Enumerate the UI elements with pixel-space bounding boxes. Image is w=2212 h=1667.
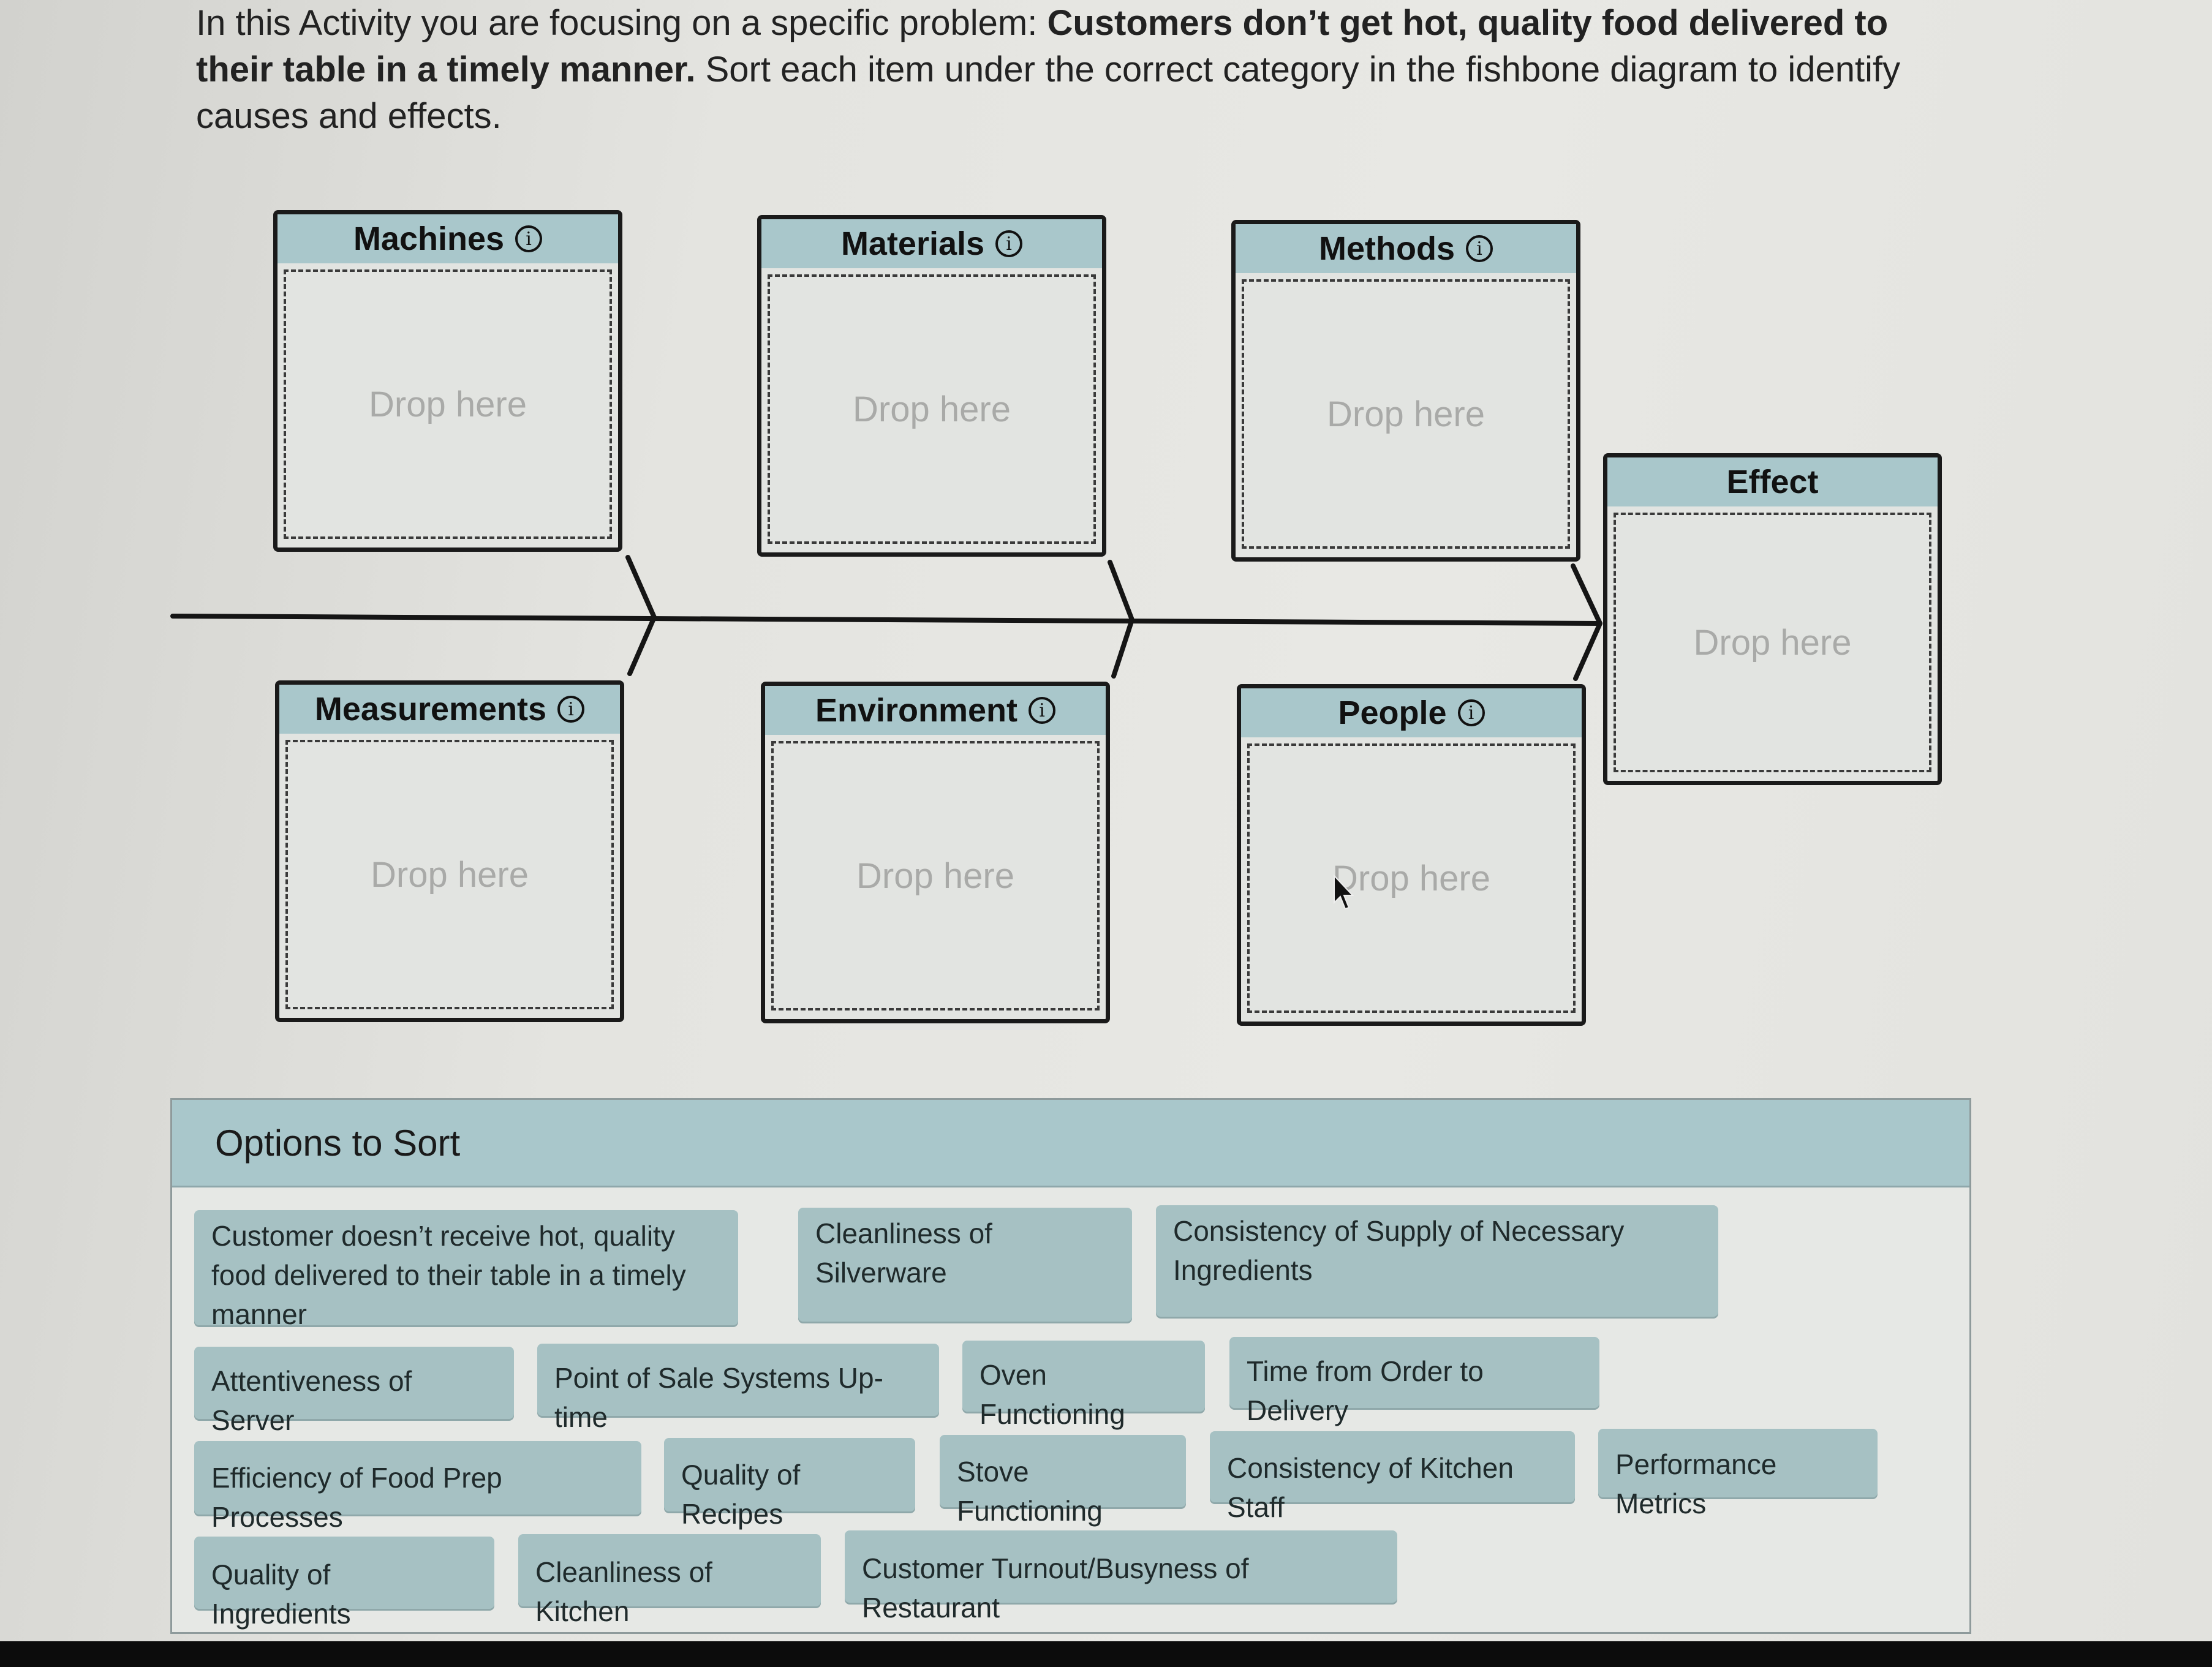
info-icon[interactable]: i [1457, 699, 1485, 726]
drop-zone-effect[interactable]: Drop here [1614, 513, 1931, 772]
drop-placeholder: Drop here [369, 384, 527, 424]
category-title: Measurements [314, 691, 547, 728]
info-icon[interactable]: i [515, 225, 543, 252]
drop-placeholder: Drop here [853, 389, 1011, 429]
category-header: Materials i [761, 219, 1102, 268]
info-icon[interactable]: i [1029, 697, 1056, 724]
category-header: Environment i [765, 686, 1106, 735]
bone-machines-measurements [625, 555, 657, 676]
category-title: Environment [815, 692, 1018, 729]
category-header: Effect [1607, 457, 1938, 506]
instructions-suffix: Sort each item under the correct categor… [196, 50, 1901, 136]
category-title: Materials [840, 225, 985, 262]
category-header: Machines i [277, 214, 618, 263]
category-methods: Methods i Drop here [1231, 220, 1580, 562]
option-chip[interactable]: Quality of Ingredients [194, 1537, 494, 1630]
option-chip[interactable]: Consistency of Kitchen Staff [1210, 1431, 1575, 1523]
category-environment: Environment i Drop here [761, 682, 1110, 1023]
drop-zone-measurements[interactable]: Drop here [285, 740, 614, 1009]
drop-placeholder: Drop here [1693, 622, 1852, 663]
option-chip[interactable]: Cleanliness of Silverware [798, 1208, 1132, 1322]
screen-bezel [0, 1641, 2212, 1667]
option-chip[interactable]: Customer Turnout/Busyness of Restaurant [845, 1530, 1397, 1624]
drop-zone-people[interactable]: Drop here [1247, 743, 1576, 1013]
problem-statement: Customers don’t get hot, quality food de… [196, 3, 1889, 89]
instructions-prefix: In this Activity you are focusing on a s… [196, 3, 1047, 43]
option-chip[interactable]: Point of Sale Systems Up-time [537, 1344, 939, 1433]
drop-placeholder: Drop here [1327, 394, 1485, 434]
option-chip[interactable]: Attentiveness of Server [194, 1347, 514, 1436]
drop-placeholder: Drop here [371, 854, 529, 895]
bone-methods-people [1571, 563, 1602, 681]
options-title: Options to Sort [172, 1100, 1969, 1187]
option-chip[interactable]: Efficiency of Food Prep Processes [194, 1441, 641, 1533]
category-materials: Materials i Drop here [757, 215, 1106, 557]
category-title: Methods [1319, 230, 1455, 267]
drop-placeholder: Drop here [1332, 858, 1490, 898]
category-effect: Effect Drop here [1603, 453, 1942, 785]
info-icon[interactable]: i [557, 696, 585, 723]
option-chip[interactable]: Customer doesn’t receive hot, quality fo… [194, 1210, 738, 1330]
option-chip[interactable]: Performance Metrics [1598, 1429, 1878, 1519]
fishbone-spine [170, 614, 1602, 626]
mouse-pointer-icon [1334, 875, 1354, 910]
drop-zone-environment[interactable]: Drop here [771, 741, 1100, 1010]
bone-materials-environment [1108, 560, 1134, 679]
option-chip[interactable]: Consistency of Supply of Necessary Ingre… [1156, 1205, 1718, 1317]
option-chip[interactable]: Stove Functioning [940, 1435, 1186, 1527]
category-header: Methods i [1236, 224, 1576, 273]
category-header: Measurements i [279, 685, 620, 734]
option-chip[interactable]: Oven Functioning [962, 1341, 1205, 1430]
category-machines: Machines i Drop here [273, 210, 622, 552]
options-panel: Options to Sort Customer doesn’t receive… [170, 1098, 1971, 1634]
category-title: Effect [1726, 464, 1819, 500]
drop-placeholder: Drop here [856, 856, 1014, 896]
option-chip[interactable]: Time from Order to Delivery [1229, 1337, 1599, 1426]
info-icon[interactable]: i [1466, 235, 1493, 262]
category-header: People i [1241, 688, 1582, 737]
drop-zone-machines[interactable]: Drop here [284, 269, 612, 539]
option-chip[interactable]: Quality of Recipes [664, 1438, 915, 1530]
option-chip[interactable]: Cleanliness of Kitchen [518, 1534, 821, 1627]
category-title: Machines [353, 220, 505, 257]
category-title: People [1338, 694, 1447, 731]
drop-zone-materials[interactable]: Drop here [768, 274, 1096, 544]
category-people: People i Drop here [1237, 684, 1586, 1026]
info-icon[interactable]: i [995, 230, 1023, 257]
category-measurements: Measurements i Drop here [275, 680, 624, 1022]
drop-zone-methods[interactable]: Drop here [1242, 279, 1570, 549]
activity-instructions: In this Activity you are focusing on a s… [196, 0, 1960, 140]
